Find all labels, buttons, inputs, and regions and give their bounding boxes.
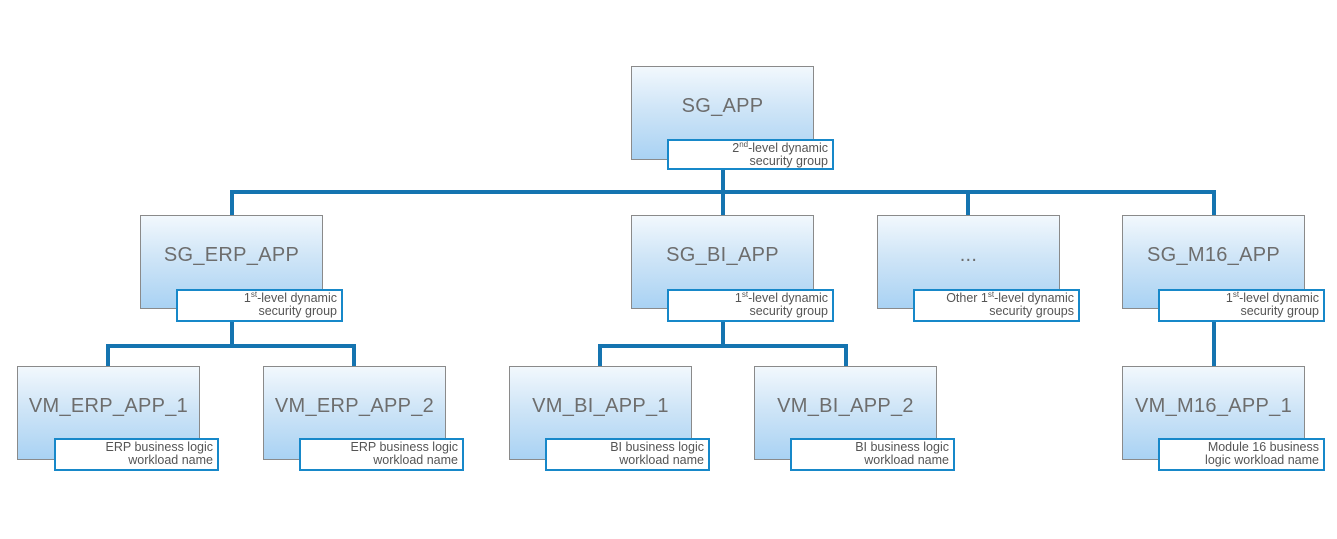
node-label-sg-other: Other 1st-level dynamic security groups — [913, 289, 1080, 322]
node-title: VM_BI_APP_2 — [777, 395, 914, 417]
node-title: VM_ERP_APP_1 — [28, 395, 189, 417]
node-title: SG_M16_APP — [1146, 244, 1281, 266]
connector-erp-to-vms — [106, 318, 356, 368]
node-label-sg-m16-app: 1st-level dynamic security group — [1158, 289, 1325, 322]
node-label-sg-erp-app: 1st-level dynamic security group — [176, 289, 343, 322]
node-title: SG_APP — [681, 95, 764, 117]
node-label-vm-m16-app-1: Module 16 business logic workload name — [1158, 438, 1325, 471]
node-vm-m16-app-1: VM_M16_APP_1 — [1122, 366, 1305, 460]
node-label-vm-bi-app-1: BI business logic workload name — [545, 438, 710, 471]
node-label-vm-bi-app-2: BI business logic workload name — [790, 438, 955, 471]
node-title: VM_M16_APP_1 — [1134, 395, 1293, 417]
node-label-sg-bi-app: 1st-level dynamic security group — [667, 289, 834, 322]
node-title: ... — [959, 244, 978, 266]
node-title: SG_BI_APP — [666, 244, 779, 266]
node-title: VM_BI_APP_1 — [532, 395, 669, 417]
node-title: SG_ERP_APP — [163, 244, 300, 266]
node-label-vm-erp-app-2: ERP business logic workload name — [299, 438, 464, 471]
node-title: VM_ERP_APP_2 — [274, 395, 435, 417]
connector-root-to-level1 — [230, 166, 1216, 216]
node-label-sg-app: 2nd-level dynamic security group — [667, 139, 834, 170]
connector-bi-to-vms — [598, 318, 848, 368]
node-label-vm-erp-app-1: ERP business logic workload name — [54, 438, 219, 471]
